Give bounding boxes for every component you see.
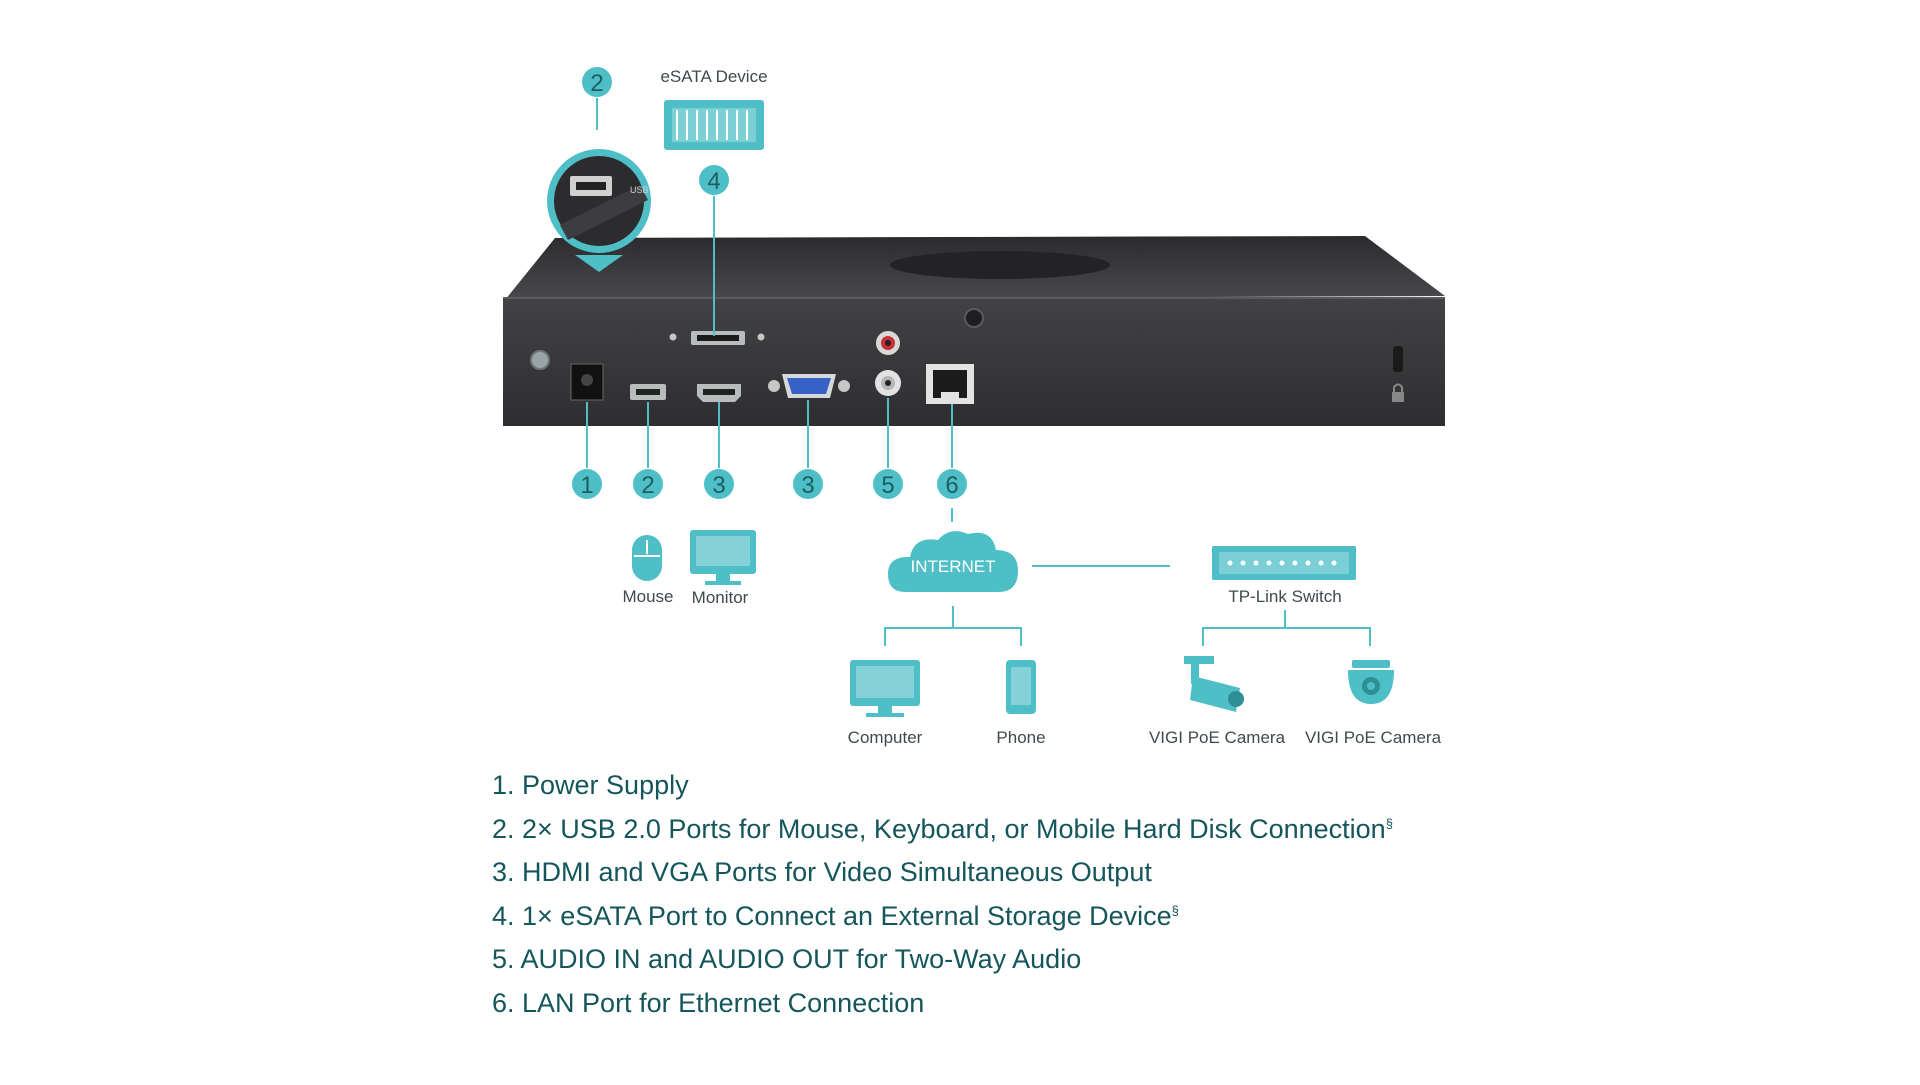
ground-screw-icon [530, 350, 550, 370]
vga-port [768, 374, 850, 398]
mouse-label: Mouse [622, 587, 673, 606]
internet-clients-links [884, 606, 1022, 646]
esata-device-label: eSATA Device [660, 67, 767, 86]
computer-label: Computer [848, 728, 923, 747]
usb-port [630, 384, 666, 400]
feature-text: 2. 2× USB 2.0 Ports for Mouse, Keyboard,… [492, 813, 1386, 844]
feature-item-1: 1. Power Supply [492, 758, 1393, 802]
svg-text:4: 4 [707, 168, 720, 195]
esata-drive-icon [664, 100, 764, 150]
nvr-top-screw [964, 308, 984, 328]
feature-item-3: 3. HDMI and VGA Ports for Video Simultan… [492, 845, 1393, 889]
footnote-mark: § [1171, 902, 1179, 918]
audio-in-port [876, 331, 900, 355]
feature-item-5: 5. AUDIO IN and AUDIO OUT for Two-Way Au… [492, 932, 1393, 976]
phone-icon [1006, 660, 1036, 714]
mouse-icon [632, 535, 662, 581]
callout-badge-5: 5 [873, 469, 903, 499]
monitor-icon [690, 530, 756, 585]
callout-badge-3-hdmi: 3 [704, 469, 734, 499]
svg-text:2: 2 [641, 472, 654, 499]
hdmi-port [697, 384, 741, 402]
esata-device-group: eSATA Device [660, 67, 768, 336]
svg-text:3: 3 [801, 472, 814, 499]
feature-text: 1. Power Supply [492, 770, 689, 800]
nvr-device [503, 236, 1445, 426]
camera-2-label: VIGI PoE Camera [1305, 728, 1442, 747]
camera-1-label: VIGI PoE Camera [1149, 728, 1286, 747]
footnote-mark: § [1385, 815, 1393, 831]
lock-icon [1392, 383, 1404, 402]
switch-cameras-links [1202, 610, 1371, 646]
svg-text:5: 5 [881, 472, 894, 499]
internet-label: INTERNET [911, 557, 996, 576]
callout-leaders [586, 398, 953, 468]
svg-text:6: 6 [945, 472, 958, 499]
feature-text: 5. AUDIO IN and AUDIO OUT for Two-Way Au… [492, 944, 1082, 975]
svg-text:2: 2 [590, 70, 603, 97]
feature-text: 3. HDMI and VGA Ports for Video Simultan… [492, 857, 1152, 888]
svg-text:3: 3 [712, 472, 725, 499]
callout-badge-3-vga: 3 [793, 469, 823, 499]
power-port [570, 363, 604, 401]
nvr-top-logo-mark [890, 251, 1110, 279]
switch-icon [1212, 546, 1356, 580]
callout-badge-2-top: 2 [582, 67, 612, 97]
callout-badge-6: 6 [937, 469, 967, 499]
computer-icon [850, 660, 920, 717]
svg-text:1: 1 [580, 472, 593, 499]
feature-text: 4. 1× eSATA Port to Connect an External … [492, 900, 1172, 931]
lan-port [926, 364, 974, 404]
callout-badge-4: 4 [699, 165, 729, 195]
bullet-camera-icon [1184, 656, 1244, 712]
switch-label: TP-Link Switch [1228, 587, 1341, 606]
monitor-label: Monitor [692, 588, 749, 607]
dome-camera-icon [1348, 660, 1394, 704]
feature-text: 6. LAN Port for Ethernet Connection [492, 987, 925, 1018]
feature-item-2: 2. 2× USB 2.0 Ports for Mouse, Keyboard,… [492, 802, 1393, 846]
usb-zoom-bubble: USB [547, 98, 651, 272]
feature-item-4: 4. 1× eSATA Port to Connect an External … [492, 889, 1393, 933]
audio-out-port [875, 370, 901, 396]
feature-list: 1. Power Supply 2. 2× USB 2.0 Ports for … [492, 758, 1393, 1020]
esata-port [669, 331, 765, 345]
usb-zoom-label: USB [630, 185, 649, 195]
callout-badge-1: 1 [572, 469, 602, 499]
callout-badge-2: 2 [633, 469, 663, 499]
feature-item-6: 6. LAN Port for Ethernet Connection [492, 976, 1393, 1020]
kensington-slot [1393, 346, 1403, 372]
phone-label: Phone [996, 728, 1045, 747]
cloud-icon: INTERNET [888, 531, 1018, 592]
